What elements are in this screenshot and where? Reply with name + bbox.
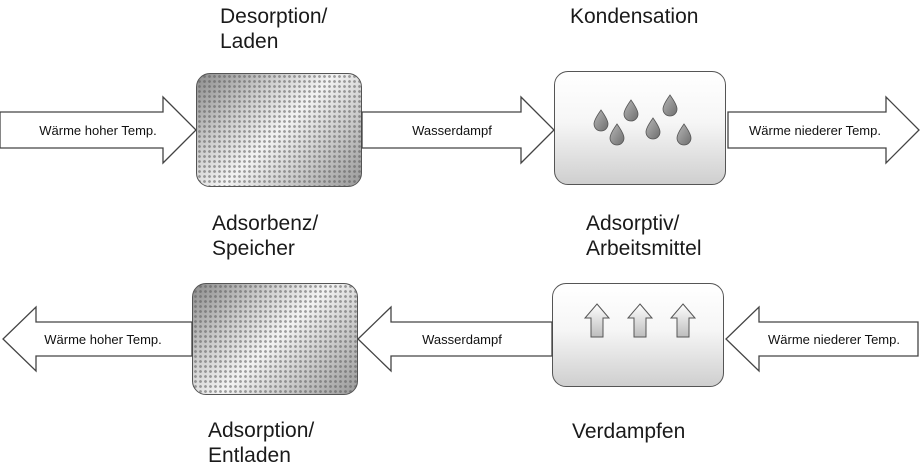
- droplet-icon: [609, 123, 625, 146]
- up-arrow-icon: [626, 303, 654, 338]
- droplet-icons: [593, 94, 692, 146]
- top-vapor-arrow: Wasserdampf: [361, 95, 555, 165]
- up-arrow-icon: [669, 303, 697, 338]
- droplet-icon: [645, 117, 661, 140]
- top-vapor-text: Wasserdampf: [412, 123, 492, 138]
- desorption-label: Desorption/ Laden: [220, 5, 328, 53]
- sorbent-box-top: [196, 73, 362, 187]
- condensation-label: Kondensation: [570, 5, 699, 28]
- up-arrow-icon: [583, 303, 611, 338]
- bottom-vapor-text: Wasserdampf: [422, 332, 502, 347]
- evaporation-label: Verdampfen: [572, 420, 686, 443]
- top-heat-output-arrow: Wärme niederer Temp.: [727, 95, 920, 165]
- bottom-heat-output-arrow: Wärme hoher Temp.: [2, 305, 193, 373]
- sorbent-box-bottom: [192, 283, 358, 395]
- bottom-heat-output-text: Wärme hoher Temp.: [44, 332, 162, 347]
- droplet-icon: [676, 123, 692, 146]
- top-heat-input-arrow: Wärme hoher Temp.: [0, 95, 197, 165]
- adsorbent-storage-label: Adsorbenz/ Speicher: [212, 212, 319, 260]
- vapor-up-arrow-icons: [583, 303, 697, 338]
- top-heat-output-text: Wärme niederer Temp.: [749, 123, 881, 138]
- top-heat-input-text: Wärme hoher Temp.: [39, 123, 157, 138]
- bottom-vapor-arrow: Wasserdampf: [357, 305, 553, 373]
- condenser-box: [554, 71, 726, 185]
- droplet-icon: [662, 94, 678, 117]
- working-fluid-label: Adsorptiv/ Arbeitsmittel: [586, 212, 702, 260]
- droplet-icon: [623, 99, 639, 122]
- droplet-icon: [593, 109, 609, 132]
- adsorption-label: Adsorption/ Entladen: [208, 419, 315, 467]
- bottom-heat-input-arrow: Wärme niederer Temp.: [725, 305, 919, 373]
- bottom-heat-input-text: Wärme niederer Temp.: [768, 332, 900, 347]
